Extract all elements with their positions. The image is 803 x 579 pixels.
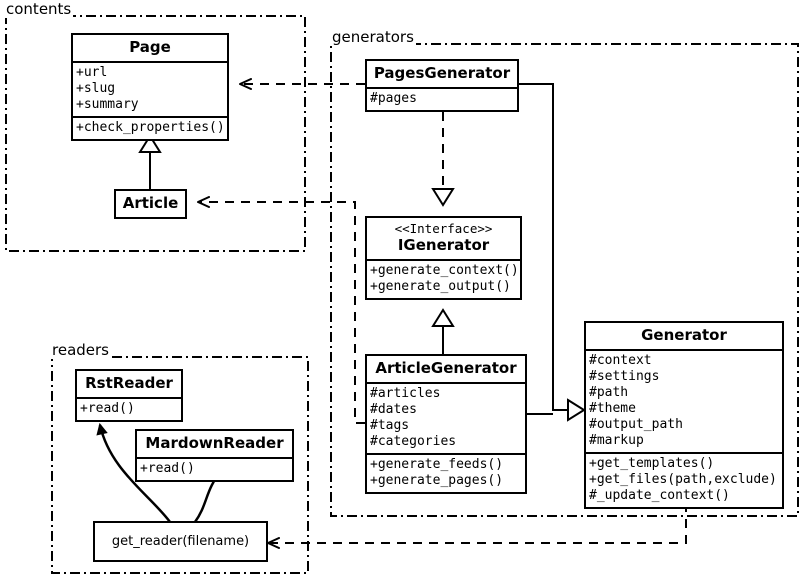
relationship-articlegenerator-depends-article [197, 196, 365, 424]
function-box-get-reader[interactable]: get_reader(filename) [93, 521, 268, 562]
relationship-article-generalizes-page [138, 134, 162, 192]
class-attributes-article-generator: #articles #dates #tags #categories [367, 384, 525, 453]
class-attribute: +summary [76, 97, 139, 112]
package-label-generators: generators [330, 28, 416, 46]
class-box-pages-generator[interactable]: PagesGenerator #pages [365, 59, 519, 112]
relationship-articlegenerator-generalizes-igenerator [431, 308, 455, 356]
class-attribute: +slug [76, 81, 116, 96]
class-attribute: #categories [370, 434, 457, 449]
class-attribute: #tags [370, 418, 410, 433]
class-method: +generate_feeds() [370, 457, 504, 472]
relationship-generator-depends-getreader [267, 503, 687, 549]
class-methods-igenerator: +generate_context() +generate_output() [367, 261, 520, 298]
package-label-contents: contents [4, 0, 74, 18]
class-attributes-page: +url +slug +summary [73, 63, 227, 116]
class-box-article-generator[interactable]: ArticleGenerator #articles #dates #tags … [365, 354, 527, 494]
class-box-igenerator[interactable]: <<Interface>> IGenerator +generate_conte… [365, 216, 522, 300]
class-name-article-generator: ArticleGenerator [375, 359, 517, 377]
class-box-generator[interactable]: Generator #context #settings #path #them… [584, 321, 784, 509]
class-stereotype-igenerator: <<Interface>> [394, 221, 493, 236]
class-method: +generate_context() [370, 262, 519, 278]
class-attribute: #pages [370, 91, 417, 106]
class-methods-article-generator: +generate_feeds() +generate_pages() [367, 455, 525, 492]
relationship-pagesgenerator-realizes-igenerator [431, 112, 455, 207]
class-box-article[interactable]: Article [114, 189, 187, 219]
class-method: +generate_pages() [370, 473, 504, 488]
relationship-articlegenerator-generalizes-generator [527, 398, 586, 422]
class-attribute: #articles [370, 386, 441, 401]
class-attribute: #theme [589, 401, 636, 416]
class-method: #_update_context() [589, 488, 730, 503]
class-name-rst-reader: RstReader [85, 374, 173, 392]
class-name-article: Article [122, 194, 179, 212]
class-method: +get_templates() [589, 456, 715, 471]
class-attributes-pages-generator: #pages [367, 89, 517, 110]
class-methods-rst-reader: +read() [77, 399, 181, 420]
class-attributes-generator: #context #settings #path #theme #output_… [586, 351, 782, 452]
package-label-readers: readers [50, 341, 111, 359]
class-name-generator: Generator [641, 326, 727, 344]
class-name-pages-generator: PagesGenerator [373, 64, 511, 82]
class-attribute: #output_path [589, 417, 683, 432]
class-method: +check_properties() [76, 120, 225, 135]
class-method: +read() [80, 401, 135, 416]
class-attribute: +url [76, 65, 108, 80]
class-box-rst-reader[interactable]: RstReader +read() [75, 369, 183, 422]
class-methods-generator: +get_templates() +get_files(path,exclude… [586, 454, 782, 507]
class-box-mardown-reader[interactable]: MardownReader +read() [135, 429, 294, 482]
class-method: +generate_output() [370, 278, 511, 294]
class-attribute: #settings [589, 369, 660, 384]
class-name-igenerator: IGenerator [397, 235, 490, 254]
function-name-get-reader: get_reader(filename) [111, 534, 250, 549]
class-method: +read() [140, 461, 195, 476]
class-name-mardown-reader: MardownReader [145, 434, 284, 452]
class-attribute: #dates [370, 402, 417, 417]
class-methods-page: +check_properties() [73, 118, 227, 139]
class-attribute: #path [589, 385, 629, 400]
class-attribute: #context [589, 353, 652, 368]
class-methods-mardown-reader: +read() [137, 459, 292, 480]
class-method: +get_files(path,exclude) [589, 472, 777, 487]
class-name-page: Page [129, 38, 171, 56]
class-box-page[interactable]: Page +url +slug +summary +check_properti… [71, 33, 229, 141]
class-attribute: #markup [589, 433, 644, 448]
